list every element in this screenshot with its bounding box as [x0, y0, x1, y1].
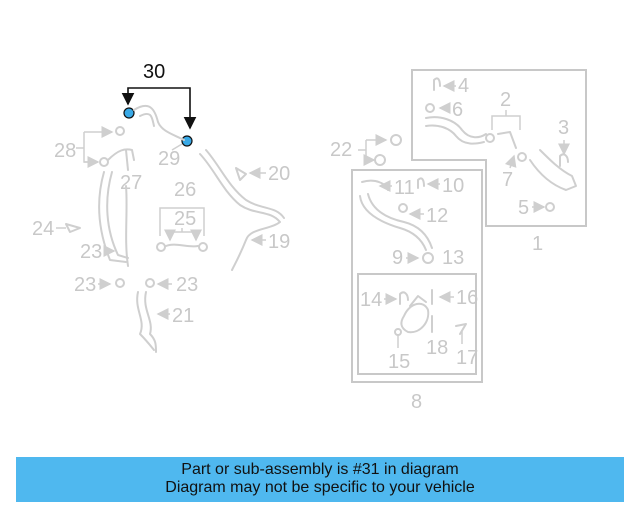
callout-10: 10 [442, 175, 464, 197]
banner-line-1: Part or sub-assembly is #31 in diagram [181, 461, 459, 478]
callout-23-right: 23 [176, 274, 198, 296]
callout-6: 6 [452, 99, 463, 121]
callout-9: 9 [392, 247, 403, 269]
callout-1: 1 [532, 233, 543, 255]
parts-diagram: 30 28 29 27 23 24 23 23 26 25 21 [32, 61, 587, 413]
clamp-31-upper [123, 107, 135, 119]
hose-3 [529, 149, 577, 191]
callout-15: 15 [388, 351, 410, 373]
pipe-24 [98, 171, 127, 263]
callout-4: 4 [458, 75, 469, 97]
box-assembly-13 [357, 273, 477, 375]
pipe-19 [199, 153, 281, 271]
callout-24: 23 [80, 241, 102, 263]
callout-18: 18 [426, 337, 448, 359]
box-assembly-8 [351, 169, 483, 383]
hose-11 [359, 195, 427, 251]
callout-12: 12 [426, 205, 448, 227]
callout-27: 26 [174, 179, 196, 201]
callout-3: 3 [558, 117, 569, 139]
box-assembly-1 [411, 69, 587, 227]
callout-31: 30 [143, 61, 165, 83]
callout-17: 17 [456, 347, 478, 369]
callout-13: 13 [442, 247, 464, 269]
callout-23-left: 23 [74, 274, 96, 296]
pipe-21 [136, 291, 155, 351]
callout-28: 27 [120, 172, 142, 194]
callout-20: 20 [268, 163, 290, 185]
callout-26: 25 [174, 208, 196, 230]
callout-25: 24 [32, 218, 54, 240]
upper-hose [133, 104, 185, 141]
callout-7: 7 [502, 169, 513, 191]
hose-6 [425, 116, 487, 139]
callout-29: 28 [54, 140, 76, 162]
callout-2: 2 [500, 89, 511, 111]
banner-line-2: Diagram may not be specific to your vehi… [165, 479, 475, 496]
callout-5: 5 [518, 197, 529, 219]
callout-14: 14 [360, 289, 382, 311]
clamp-31-lower [181, 135, 193, 147]
callout-8: 8 [411, 391, 422, 413]
info-banner: Part or sub-assembly is #31 in diagram D… [16, 457, 624, 502]
t-connector [497, 131, 517, 149]
callout-11: 11 [394, 177, 415, 199]
callout-22: 22 [330, 139, 352, 161]
callout-16: 16 [456, 287, 478, 309]
callout-19: 19 [268, 231, 290, 253]
callout-21: 21 [172, 305, 194, 327]
water-outlet [400, 302, 430, 334]
callout-30: 29 [158, 148, 180, 170]
